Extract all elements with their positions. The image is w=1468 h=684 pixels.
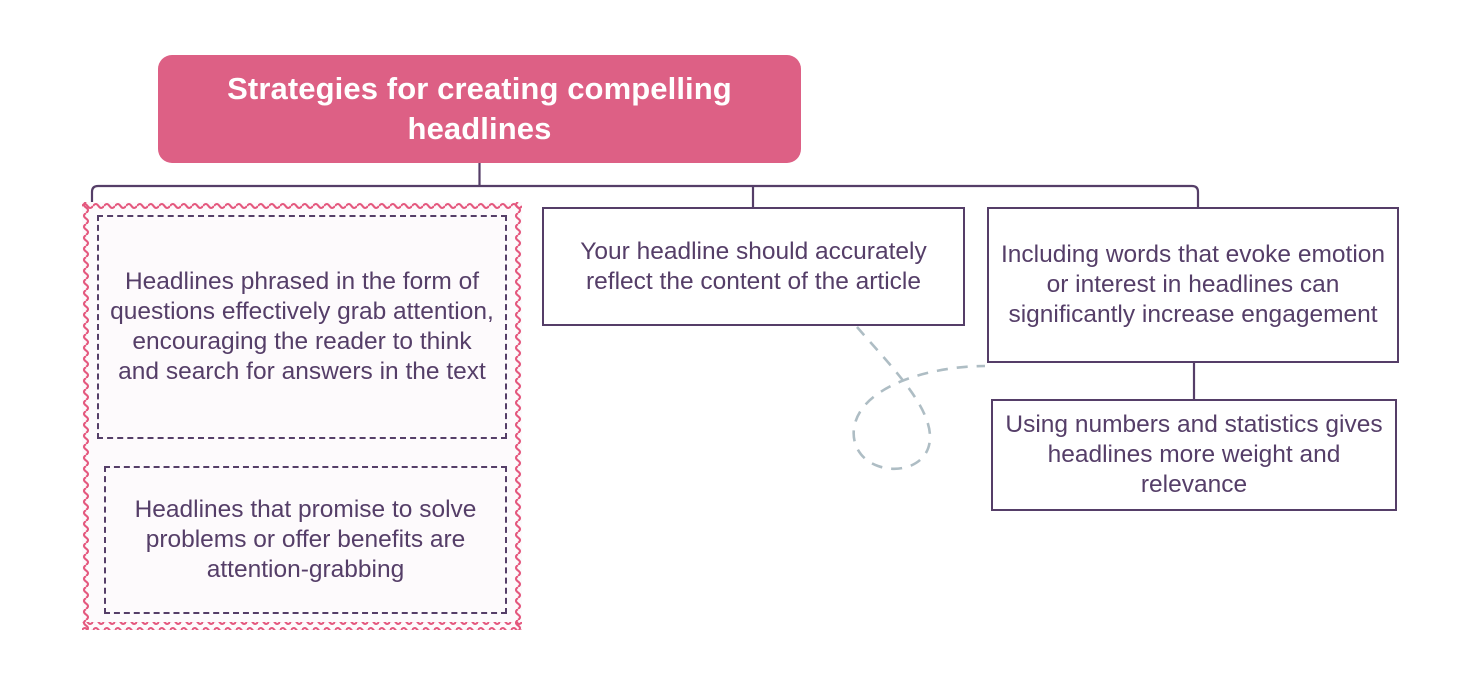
node-questions-label: Headlines phrased in the form of questio…: [110, 268, 494, 385]
root-node-label: Strategies for creating compelling headl…: [227, 71, 732, 146]
node-promise[interactable]: Headlines that promise to solve problems…: [104, 466, 507, 614]
node-emotion-label: Including words that evoke emotion or in…: [1000, 241, 1386, 328]
node-numbers[interactable]: Using numbers and statistics gives headl…: [991, 399, 1397, 511]
node-numbers-label: Using numbers and statistics gives headl…: [1005, 411, 1383, 498]
branch-group-questions[interactable]: Headlines phrased in the form of questio…: [82, 202, 522, 630]
node-questions[interactable]: Headlines phrased in the form of questio…: [97, 215, 507, 439]
node-promise-label: Headlines that promise to solve problems…: [134, 496, 477, 583]
node-emotion[interactable]: Including words that evoke emotion or in…: [987, 207, 1399, 363]
connector-accuracy-to-emotion-loop: [852, 326, 986, 471]
node-accuracy[interactable]: Your headline should accurately reflect …: [542, 207, 965, 326]
root-node[interactable]: Strategies for creating compelling headl…: [158, 55, 801, 163]
node-accuracy-label: Your headline should accurately reflect …: [580, 237, 927, 295]
